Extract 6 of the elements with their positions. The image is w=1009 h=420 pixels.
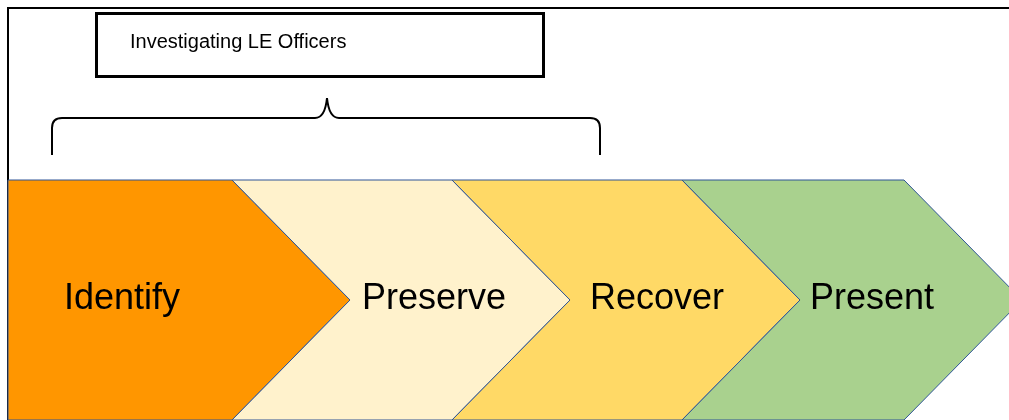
- label-box: [95, 12, 545, 78]
- step-label: Present: [810, 276, 935, 318]
- step-label: Recover: [590, 276, 725, 318]
- role-label: Investigating LE Officers: [130, 30, 347, 53]
- step-label: Preserve: [362, 276, 507, 318]
- step-label: Identify: [64, 276, 181, 318]
